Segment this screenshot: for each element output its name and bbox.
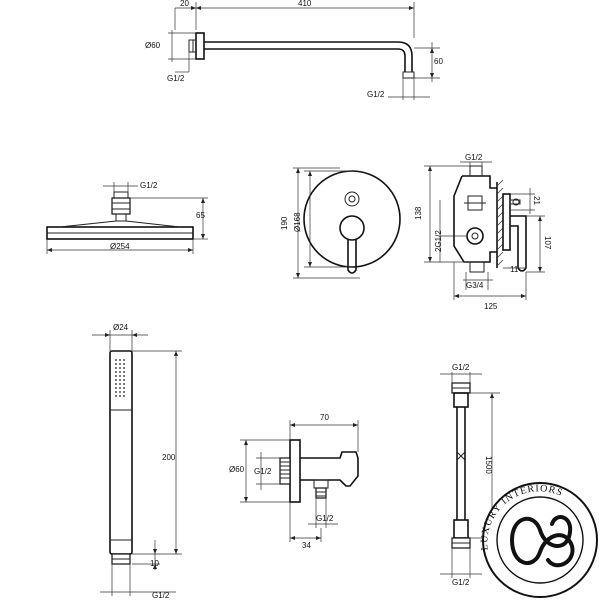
mixer-2g-dim: 2G1/2 <box>434 230 443 252</box>
arm-drop-dim: 60 <box>434 57 443 66</box>
hand-shower-drawing <box>92 330 182 596</box>
hose-thread-bottom-dim: G1/2 <box>452 578 470 587</box>
elbow-thread-in-dim: G1/2 <box>254 467 272 476</box>
arm-dia-dim: Ø60 <box>145 41 161 50</box>
mixer-125-dim: 125 <box>484 302 498 311</box>
mixer-138-dim: 138 <box>414 206 423 220</box>
hose-thread-top-dim: G1/2 <box>452 363 470 372</box>
elbow-width-dim: 70 <box>320 413 329 422</box>
hand-thread-dim: G1/2 <box>152 591 170 600</box>
head-dia-dim: Ø254 <box>110 242 130 251</box>
mixer-107-dim: 107 <box>543 236 552 250</box>
hand-10-dim: 10 <box>150 559 159 568</box>
shower-head-drawing <box>46 182 208 254</box>
mixer-g34-dim: G3/4 <box>466 281 484 290</box>
mixer-thread-top-dim: G1/2 <box>465 153 483 162</box>
elbow-thread-out-dim: G1/2 <box>316 514 334 523</box>
logo-monogram-icon <box>510 515 575 568</box>
shower-arm-drawing <box>168 2 440 100</box>
arm-thread-right-dim: G1/2 <box>367 90 385 99</box>
arm-length-dim: 410 <box>298 0 312 8</box>
head-height-dim: 65 <box>196 211 205 220</box>
mixer-height-dim: 190 <box>280 216 289 230</box>
mixer-21-dim: 21 <box>532 196 541 205</box>
hand-length-dim: 200 <box>162 453 176 462</box>
mixer-side-drawing <box>424 161 545 300</box>
wall-elbow-drawing <box>240 420 359 542</box>
hose-length-dim: 1500 <box>484 456 493 474</box>
mixer-dia-dim: Ø168 <box>293 212 302 232</box>
elbow-dia-dim: Ø60 <box>229 465 245 474</box>
luxury-interiors-logo: LUXURY INTERIORS <box>479 482 598 598</box>
nozzle-grid <box>115 359 125 397</box>
arm-thread-left-dim: G1/2 <box>167 74 185 83</box>
elbow-34-dim: 34 <box>302 541 311 550</box>
hand-dia-dim: Ø24 <box>113 323 129 332</box>
mixer-front-drawing <box>293 167 401 279</box>
mixer-11-dim: 11 <box>510 265 519 274</box>
arm-flange-dim: 20 <box>180 0 189 8</box>
head-thread-dim: G1/2 <box>140 181 158 190</box>
